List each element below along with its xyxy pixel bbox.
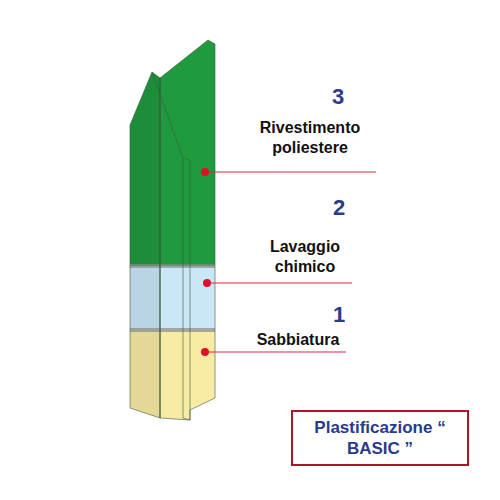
box-title: Plastificazione “ BASIC ” [293,417,467,459]
title-box: Plastificazione “ BASIC ” [291,410,469,466]
layer-label: Rivestimento poliestere [238,118,382,158]
callout-number: 1 [333,302,363,328]
callout-number: 2 [333,195,363,221]
callout-number: 3 [332,84,362,110]
layer-label: Lavaggio chimico [250,237,360,277]
layer-label: Sabbiatura [246,330,350,350]
